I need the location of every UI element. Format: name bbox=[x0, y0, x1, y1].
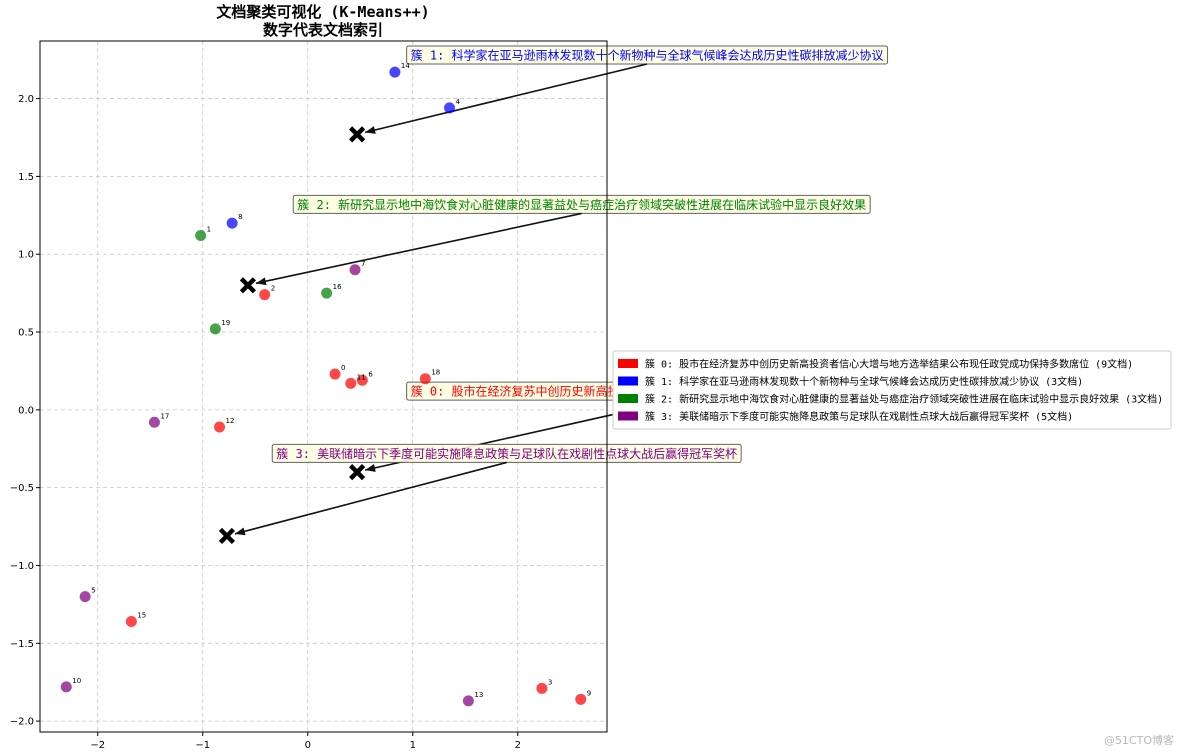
watermark: @51CTO博客 bbox=[1103, 734, 1174, 747]
centroid-x-marker bbox=[218, 527, 235, 544]
doc-point-4 bbox=[444, 102, 455, 114]
doc-point-label: 10 bbox=[72, 677, 81, 685]
doc-point-label: 6 bbox=[368, 370, 373, 378]
x-tick-label: 2 bbox=[515, 740, 521, 751]
legend-box bbox=[612, 350, 1172, 430]
doc-point-label: 13 bbox=[474, 691, 483, 699]
cluster-annotation: 簇 3: 美联储暗示下季度可能实施降息政策与足球队在戏剧性点球大战后赢得冠军奖杯 bbox=[271, 443, 742, 463]
doc-point-11 bbox=[345, 377, 357, 389]
chart-subtitle: 数字代表文档索引 bbox=[263, 21, 383, 39]
doc-point-label: 0 bbox=[341, 364, 345, 372]
legend-entry: 簇 3: 美联储暗示下季度可能实施降息政策与足球队在戏剧性点球大战后赢得冠军奖杯… bbox=[645, 410, 1073, 423]
y-tick-label: −2.0 bbox=[10, 717, 34, 728]
y-tick-label: 1.0 bbox=[18, 250, 34, 261]
doc-point-label: 3 bbox=[548, 678, 552, 686]
y-tick-label: −1.0 bbox=[10, 561, 34, 572]
doc-point-0 bbox=[329, 368, 341, 380]
doc-point-label: 12 bbox=[226, 417, 235, 425]
cluster-annotation: 簇 2: 新研究显示地中海饮食对心脏健康的显著益处与癌症治疗领域突破性进展在临床… bbox=[292, 194, 871, 214]
annotation-text: 簇 1: 科学家在亚马逊雨林发现数十个新物种与全球气候峰会达成历史性碳排放减少协… bbox=[411, 48, 884, 63]
doc-point-label: 8 bbox=[238, 213, 242, 221]
doc-point-label: 2 bbox=[271, 285, 275, 293]
x-tick-label: 1 bbox=[410, 740, 416, 751]
centroid-x-marker bbox=[349, 126, 366, 143]
centroid-stroke bbox=[349, 126, 366, 143]
annotation-arrow bbox=[255, 212, 582, 285]
cluster-annotation: 簇 1: 科学家在亚马逊雨林发现数十个新物种与全球气候峰会达成历史性碳排放减少协… bbox=[406, 45, 889, 65]
annotation-text: 簇 2: 新研究显示地中海饮食对心脏健康的显著益处与癌症治疗领域突破性进展在临床… bbox=[297, 197, 866, 212]
doc-point-label: 1 bbox=[207, 226, 211, 234]
annotation-arrowhead bbox=[365, 126, 376, 134]
doc-point-10 bbox=[60, 681, 72, 693]
doc-point-1 bbox=[195, 230, 207, 242]
doc-point-15 bbox=[125, 616, 137, 628]
y-tick-label: 2.0 bbox=[18, 94, 34, 105]
y-tick-label: 1.5 bbox=[18, 172, 34, 183]
legend-entry: 簇 1: 科学家在亚马逊雨林发现数十个新物种与全球气候峰会达成历史性碳排放减少协… bbox=[645, 375, 1083, 388]
doc-point-14 bbox=[389, 66, 401, 78]
chart-title: 文档聚类可视化 (K-Means++) bbox=[216, 3, 429, 21]
legend-swatch bbox=[618, 411, 638, 421]
plot-frame bbox=[39, 40, 608, 733]
y-tick-label: −1.5 bbox=[10, 639, 34, 650]
legend-swatch bbox=[618, 359, 638, 368]
annotation-text: 簇 3: 美联储暗示下季度可能实施降息政策与足球队在戏剧性点球大战后赢得冠军奖杯 bbox=[276, 446, 737, 461]
doc-point-label: 7 bbox=[361, 260, 365, 268]
doc-point-3 bbox=[536, 682, 548, 694]
legend-swatch bbox=[618, 376, 638, 386]
doc-point-17 bbox=[148, 416, 160, 428]
doc-point-label: 17 bbox=[160, 412, 169, 420]
doc-point-label: 4 bbox=[456, 98, 461, 106]
doc-point-9 bbox=[575, 693, 587, 705]
centroid-x-marker bbox=[239, 277, 256, 294]
legend-entry: 簇 0: 股市在经济复苏中创历史新高投资者信心大增与地方选举结果公布现任政党成功… bbox=[645, 358, 1133, 371]
centroid-stroke bbox=[218, 527, 235, 544]
doc-point-label: 9 bbox=[587, 689, 591, 697]
doc-point-2 bbox=[259, 289, 271, 301]
scatter-points: 0 2 3 6 9 11 12 15 18 4 8 14 1 16 19 5 7 10 13 17 bbox=[60, 62, 591, 707]
doc-point-8 bbox=[226, 217, 238, 229]
annotation-arrowhead bbox=[234, 527, 246, 536]
legend-swatch bbox=[618, 394, 638, 403]
doc-point-label: 15 bbox=[137, 612, 146, 620]
doc-point-label: 16 bbox=[333, 283, 342, 291]
doc-point-16 bbox=[321, 287, 333, 299]
doc-point-label: 19 bbox=[221, 319, 230, 327]
annotation-arrowhead bbox=[255, 277, 267, 286]
centroid-x-marker bbox=[349, 464, 366, 481]
doc-point-13 bbox=[462, 695, 474, 707]
centroid-stroke bbox=[239, 277, 256, 294]
centroid-stroke bbox=[349, 464, 366, 481]
doc-point-label: 5 bbox=[91, 587, 95, 595]
y-tick-label: 0.5 bbox=[18, 328, 34, 339]
y-tick-label: −0.5 bbox=[10, 483, 34, 494]
centroid-markers bbox=[218, 126, 366, 544]
doc-point-19 bbox=[209, 323, 221, 335]
legend-entry: 簇 2: 新研究显示地中海饮食对心脏健康的显著益处与癌症治疗领域突破性进展在临床… bbox=[645, 393, 1163, 406]
x-tick-label: 0 bbox=[305, 740, 311, 751]
annotation-arrow bbox=[364, 63, 648, 134]
doc-point-5 bbox=[79, 591, 91, 603]
doc-point-12 bbox=[214, 421, 226, 433]
doc-point-label: 18 bbox=[431, 369, 440, 377]
annotation-arrowhead bbox=[365, 464, 376, 472]
x-tick-label: −1 bbox=[195, 740, 210, 751]
doc-point-label: 14 bbox=[401, 62, 410, 70]
doc-point-18 bbox=[419, 373, 431, 385]
doc-point-7 bbox=[349, 264, 361, 276]
legend: 簇 0: 股市在经济复苏中创历史新高投资者信心大增与地方选举结果公布现任政党成功… bbox=[612, 350, 1172, 430]
doc-point-label: 11 bbox=[357, 373, 366, 381]
x-tick-label: −2 bbox=[90, 740, 105, 751]
doc-point-6 bbox=[356, 374, 368, 386]
annotation-arrow bbox=[234, 461, 507, 535]
cluster-annotations: 簇 1: 科学家在亚马逊雨林发现数十个新物种与全球气候峰会达成历史性碳排放减少协… bbox=[234, 45, 949, 536]
y-tick-label: 0.0 bbox=[18, 405, 34, 416]
